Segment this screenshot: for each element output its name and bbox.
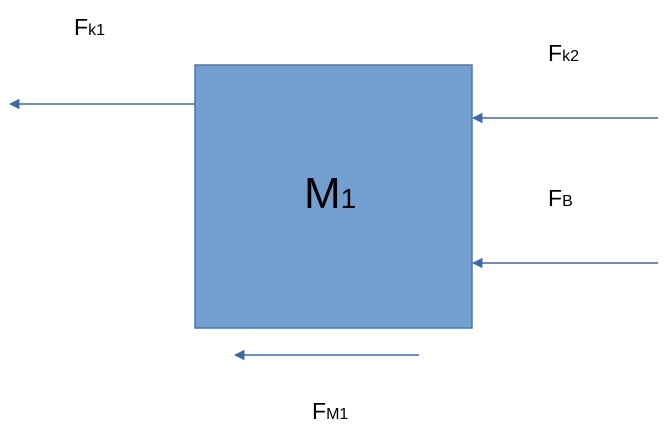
force-label-fb: FB xyxy=(548,185,573,211)
mass-block xyxy=(194,64,473,329)
mass-label-main: M xyxy=(304,169,341,218)
force-label-fm1: FM1 xyxy=(312,398,348,424)
force-label-fk2: Fk2 xyxy=(548,40,579,66)
force-label-fk1: Fk1 xyxy=(74,14,105,40)
mass-label-sub: 1 xyxy=(341,183,357,214)
mass-label: M1 xyxy=(304,169,356,218)
